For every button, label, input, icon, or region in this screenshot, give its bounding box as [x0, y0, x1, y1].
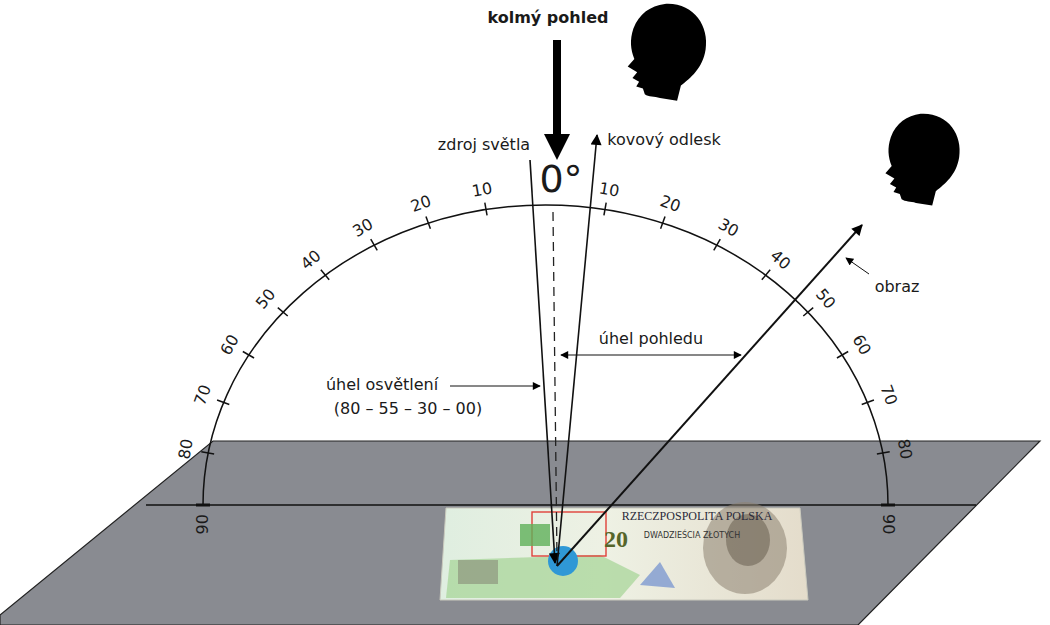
angle-arc: [203, 205, 888, 505]
scale-number: 60: [217, 332, 243, 359]
banknote-pattern: [446, 555, 640, 598]
scale-number: 70: [191, 383, 215, 408]
image-label: obraz: [875, 278, 920, 296]
head-silhouette: [628, 4, 706, 101]
normal-line: [553, 212, 557, 560]
scale-tick: [881, 504, 895, 507]
scale-number: 80: [894, 438, 916, 461]
angle-label: úhel pohledu: [599, 330, 703, 348]
scale-tick: [714, 239, 721, 250]
light-label: zdroj světla: [438, 136, 530, 154]
head-silhouette: [885, 114, 959, 206]
scale-number: 60: [848, 332, 874, 359]
light-ray: [530, 160, 555, 563]
scale-number: 70: [876, 383, 900, 408]
scale-number: 50: [811, 286, 838, 313]
scale-tick: [243, 352, 254, 359]
banknote-text: 20: [604, 526, 628, 554]
scale-tick: [196, 504, 210, 507]
view-label: kolmý pohled: [488, 9, 609, 27]
leader-line: [450, 386, 540, 387]
scale-tick: [604, 203, 606, 216]
scale-tick: [217, 400, 229, 404]
leader-line: [846, 258, 869, 274]
angle-zero: 0°: [539, 158, 582, 202]
banknote-text: RZECZPOSPOLITA POLSKA: [622, 510, 773, 524]
scale-tick: [201, 452, 214, 454]
reflection-label: kovový odlesk: [607, 131, 721, 149]
scale-tick: [371, 239, 378, 250]
scale-number: 10: [471, 179, 494, 201]
banknote-ovd: [520, 524, 550, 546]
scale-number: 40: [766, 246, 793, 273]
perpendicular-arrowhead: [544, 134, 570, 160]
perpendicular-arrow: [553, 40, 561, 136]
scale-tick: [485, 203, 487, 216]
base-line: [146, 504, 976, 505]
scale-tick: [862, 400, 874, 404]
scale-number: 20: [408, 192, 433, 216]
banknote: [440, 502, 808, 600]
scale-tick: [762, 270, 770, 280]
scale-tick: [426, 217, 430, 229]
scale-number: 50: [253, 286, 280, 313]
angle-label: úhel osvětlení: [326, 376, 438, 394]
scale-tick: [837, 352, 848, 359]
scale-tick: [278, 308, 288, 316]
scale-tick: [803, 308, 813, 316]
banknote-text: DWADZIEŚCIA ZŁOTYCH: [644, 531, 740, 540]
scale-number: 90: [879, 514, 897, 534]
scale-number: 10: [597, 179, 620, 201]
view-ray: [557, 225, 862, 566]
scale-number: 30: [350, 215, 377, 241]
angle-dimension: [561, 354, 741, 355]
table-plane: [0, 441, 1040, 625]
scale-number: 30: [714, 215, 741, 241]
angle-values: (80 – 55 – 30 – 00): [334, 400, 482, 418]
scale-number: 20: [657, 192, 682, 216]
scale-number: 90: [194, 514, 212, 534]
scale-tick: [877, 452, 890, 454]
banknote-eagle: [640, 562, 675, 588]
scale-tick: [661, 217, 665, 229]
scale-number: 80: [176, 438, 198, 461]
banknote-window: [458, 560, 498, 584]
scale-number: 40: [297, 246, 324, 273]
scale-tick: [321, 270, 329, 280]
tick-group: [196, 203, 895, 505]
banknote-metallic-spot: [548, 546, 578, 576]
